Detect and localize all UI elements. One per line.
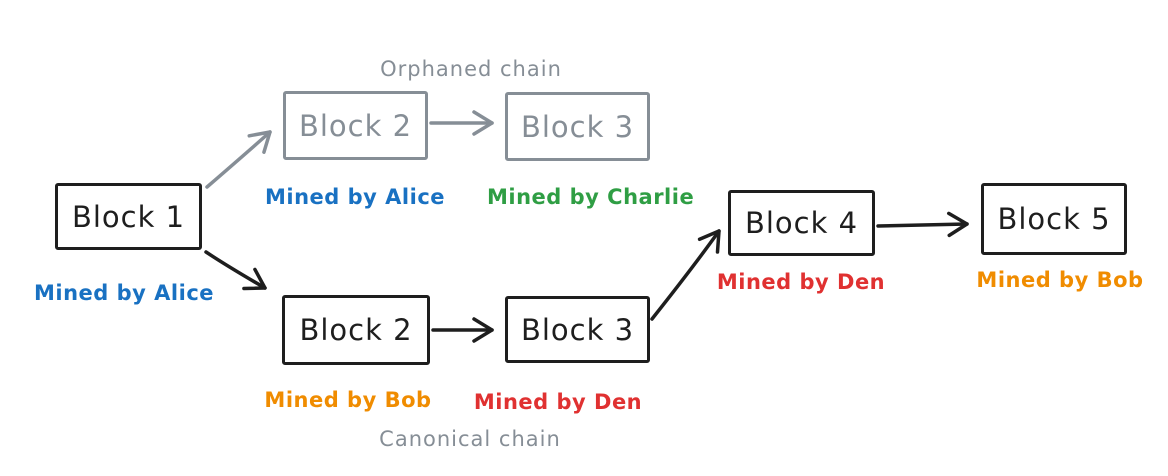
block5-miner-label: Mined by Bob: [976, 268, 1144, 292]
orphaned-chain-title: Orphaned chain: [380, 57, 562, 81]
orphan-block3: Block 3: [505, 92, 650, 161]
canon-block2-label: Block 2: [299, 313, 413, 347]
arrow-canon-block3-to-block4: [650, 229, 721, 321]
block1-miner-label: Mined by Alice: [34, 281, 215, 305]
orphan-block2-label: Block 2: [298, 108, 413, 143]
block1: Block 1: [55, 183, 202, 250]
arrow-block1-to-orphan-block2: [205, 130, 272, 189]
block4: Block 4: [728, 190, 875, 256]
orphan-block2-miner-label: Mined by Alice: [265, 185, 446, 209]
block5-label: Block 5: [997, 202, 1111, 236]
orphan-block3-label: Block 3: [520, 109, 635, 144]
block4-miner-label: Mined by Den: [716, 270, 886, 294]
canonical-chain-title: Canonical chain: [379, 427, 561, 451]
canon-block3: Block 3: [505, 296, 650, 363]
block4-label: Block 4: [744, 206, 859, 240]
canon-block2-miner-label: Mined by Bob: [264, 388, 432, 412]
block1-label: Block 1: [71, 199, 186, 234]
orphan-block3-miner-label: Mined by Charlie: [487, 185, 695, 209]
canon-block3-miner-label: Mined by Den: [473, 390, 643, 414]
canon-block3-label: Block 3: [520, 312, 635, 347]
arrow-block4-to-block5: [876, 211, 969, 238]
block5: Block 5: [981, 183, 1127, 255]
arrow-block1-to-canon-block2: [204, 250, 267, 291]
orphan-block2: Block 2: [283, 91, 428, 160]
canon-block2: Block 2: [282, 295, 430, 365]
